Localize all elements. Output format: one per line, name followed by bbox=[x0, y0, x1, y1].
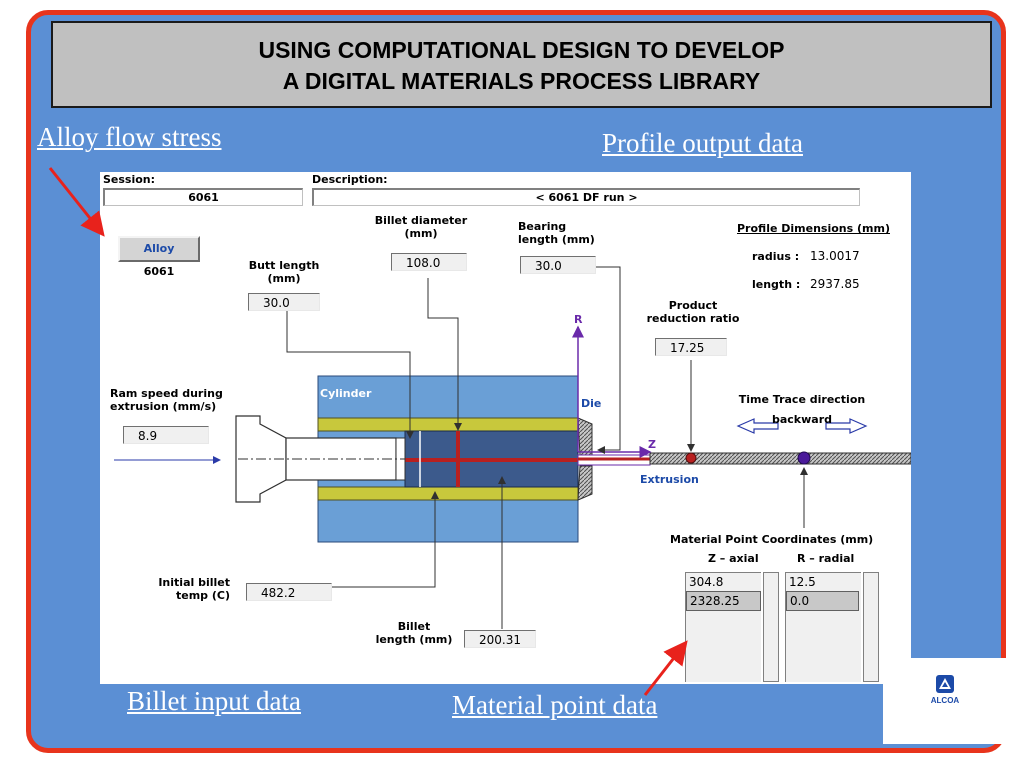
z-axial-item-selected[interactable]: 2328.25 bbox=[686, 591, 761, 611]
extrusion-app-window: Session: 6061 Description: < 6061 DF run… bbox=[100, 172, 911, 684]
profile-dimensions-heading: Profile Dimensions (mm) bbox=[737, 222, 890, 235]
callout-material-point-data: Material point data bbox=[452, 690, 658, 720]
slide-title: USING COMPUTATIONAL DESIGN TO DEVELOP A … bbox=[51, 21, 992, 108]
callout-alloy-flow-stress: Alloy flow stress bbox=[37, 122, 222, 152]
butt-length-label: Butt length(mm) bbox=[248, 259, 320, 285]
alcoa-logo-icon bbox=[936, 675, 954, 693]
alloy-button[interactable]: Alloy bbox=[118, 236, 200, 262]
callout-billet-input-data: Billet input data bbox=[127, 686, 301, 716]
profile-radius-label: radius : bbox=[752, 250, 800, 263]
die-lower bbox=[577, 465, 593, 501]
billet-diameter-label: Billet diameter(mm) bbox=[374, 214, 468, 240]
extrusion-label: Extrusion bbox=[640, 473, 699, 486]
extrusion-diagram bbox=[114, 266, 911, 629]
description-field[interactable]: < 6061 DF run > bbox=[312, 188, 860, 206]
arrow-left-icon bbox=[736, 418, 779, 434]
session-label: Session: bbox=[103, 173, 156, 186]
reduction-ratio-field[interactable]: 17.25 bbox=[655, 338, 727, 356]
billet-temp-field[interactable]: 482.2 bbox=[246, 583, 332, 601]
r-axis-label: R bbox=[574, 313, 583, 326]
r-radial-list[interactable]: 12.5 0.0 bbox=[785, 572, 861, 682]
profile-radius-value: 13.0017 bbox=[810, 249, 860, 263]
product-point-marker bbox=[685, 452, 697, 464]
extrusion-profile bbox=[649, 452, 911, 465]
butt-length-leader bbox=[286, 296, 414, 439]
material-point-marker bbox=[797, 451, 811, 465]
r-radial-item[interactable]: 12.5 bbox=[789, 575, 816, 589]
title-line-2: A DIGITAL MATERIALS PROCESS LIBRARY bbox=[282, 68, 761, 94]
description-label: Description: bbox=[312, 173, 388, 186]
profile-length-label: length : bbox=[752, 278, 801, 291]
z-axis-label: Z bbox=[648, 438, 656, 451]
billet-temp-leader bbox=[332, 491, 439, 588]
ram-speed-field[interactable]: 8.9 bbox=[123, 426, 209, 444]
butt-length-field[interactable]: 30.0 bbox=[248, 293, 320, 311]
alcoa-logo-text: ALCOA bbox=[930, 696, 960, 705]
bearing-length-field[interactable]: 30.0 bbox=[520, 256, 596, 274]
billet-diameter-field[interactable]: 108.0 bbox=[391, 253, 467, 271]
r-radial-scrollbar[interactable] bbox=[863, 572, 879, 682]
z-axial-scrollbar[interactable] bbox=[763, 572, 779, 682]
r-radial-header: R – radial bbox=[797, 552, 855, 565]
session-field[interactable]: 6061 bbox=[103, 188, 303, 206]
title-line-1: USING COMPUTATIONAL DESIGN TO DEVELOP bbox=[258, 37, 785, 63]
arrow-right-icon bbox=[825, 418, 868, 434]
bearing-length-leader bbox=[596, 266, 621, 454]
billet-diameter-leader bbox=[427, 278, 462, 431]
alloy-value: 6061 bbox=[143, 265, 175, 278]
alcoa-logo: ALCOA bbox=[883, 658, 1007, 744]
billet-length-field[interactable]: 200.31 bbox=[464, 630, 536, 648]
r-radial-item-selected[interactable]: 0.0 bbox=[786, 591, 859, 611]
z-axial-header: Z – axial bbox=[708, 552, 759, 565]
material-point-heading: Material Point Coordinates (mm) bbox=[670, 533, 874, 546]
z-axial-item[interactable]: 304.8 bbox=[689, 575, 724, 589]
callout-profile-output-data: Profile output data bbox=[602, 128, 803, 158]
die-label: Die bbox=[581, 397, 602, 410]
profile-length-value: 2937.85 bbox=[810, 277, 860, 291]
z-axial-list[interactable]: 304.8 2328.25 bbox=[685, 572, 761, 682]
cylinder-label: Cylinder bbox=[320, 387, 372, 400]
die-upper bbox=[577, 417, 593, 456]
lower-liner bbox=[317, 486, 579, 501]
upper-liner bbox=[317, 417, 579, 432]
